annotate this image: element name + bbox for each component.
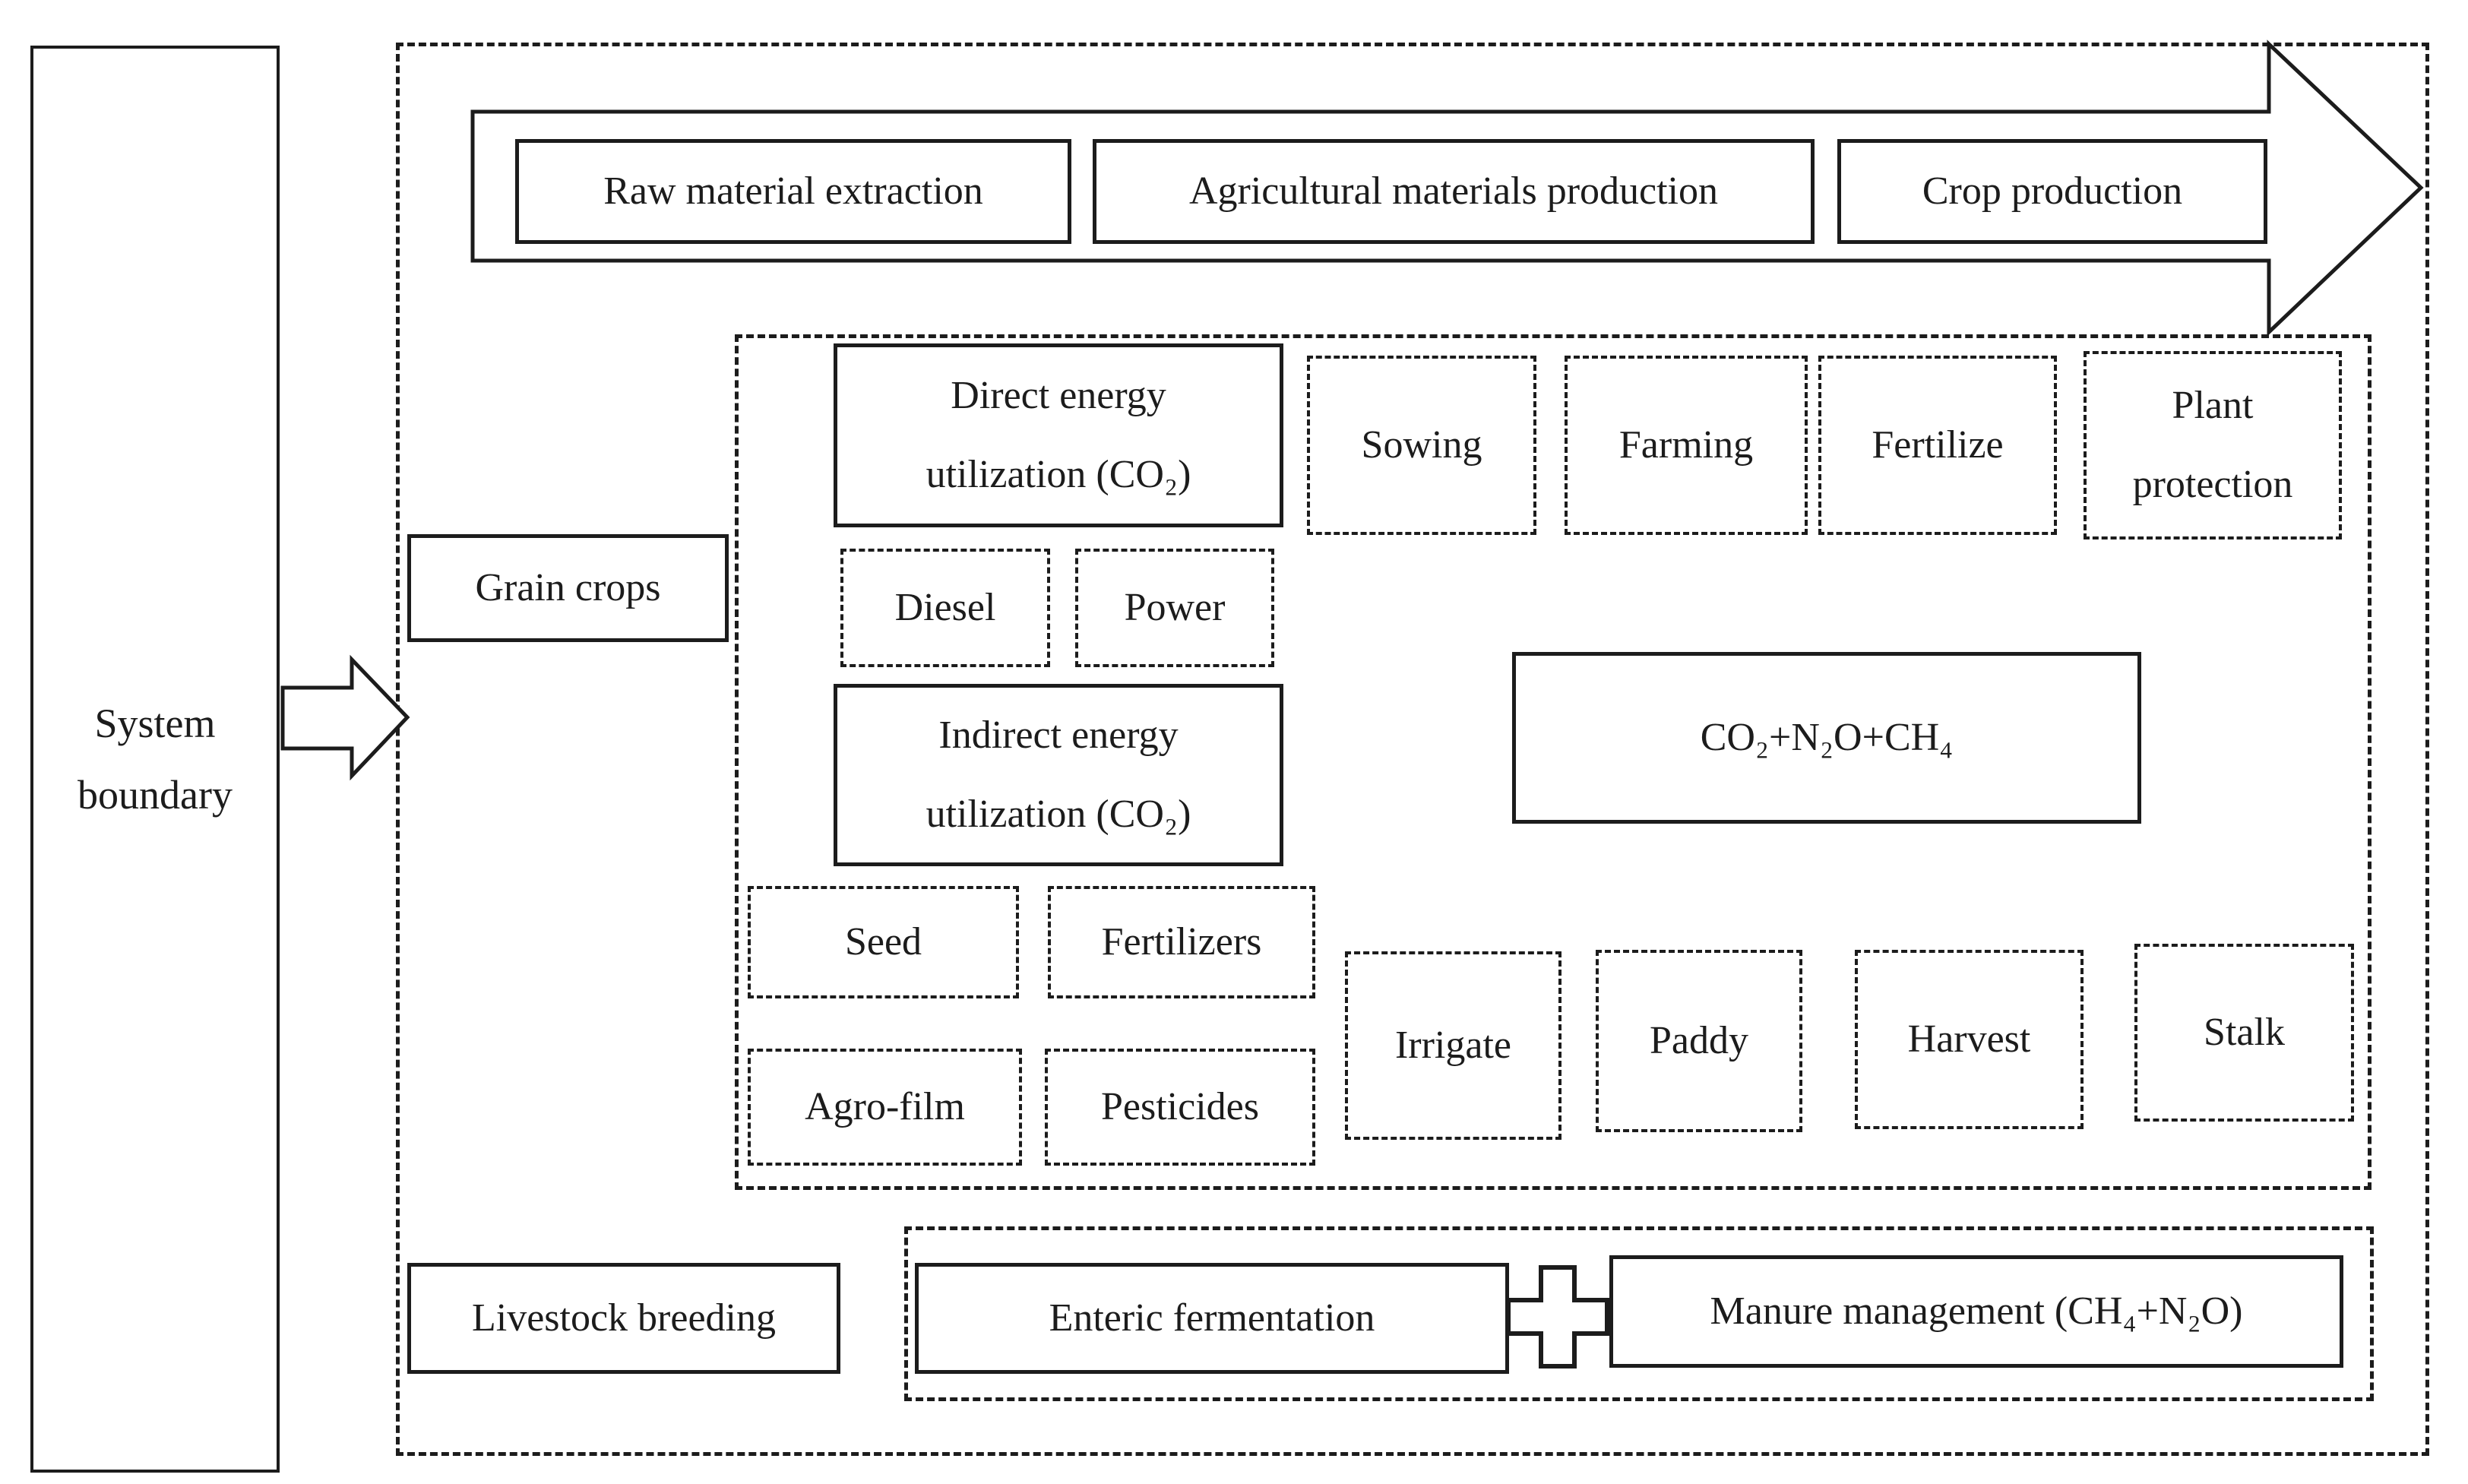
- plant-protection-box: Plant protection: [2084, 351, 2342, 539]
- paddy-label: Paddy: [1650, 1019, 1748, 1063]
- stage-raw-material-extraction-box: Raw material extraction: [515, 139, 1071, 244]
- system-boundary-label-line2: boundary: [78, 772, 233, 818]
- fertilizers-label: Fertilizers: [1101, 920, 1262, 964]
- direct-energy-line2: utilization (CO₂): [926, 453, 1191, 496]
- stage-label: Crop production: [1922, 169, 2183, 214]
- grain-crops-box: Grain crops: [407, 534, 729, 642]
- fertilizers-box: Fertilizers: [1048, 886, 1315, 998]
- livestock-emissions-dashed-region: [904, 1226, 2374, 1401]
- diesel-box: Diesel: [840, 549, 1050, 667]
- field-emissions-box: CO₂+N₂O+CH₄: [1512, 652, 2141, 824]
- system-boundary-box: System boundary: [30, 46, 280, 1473]
- stalk-label: Stalk: [2204, 1011, 2285, 1055]
- power-label: Power: [1124, 586, 1226, 630]
- livestock-breeding-label: Livestock breeding: [472, 1296, 776, 1340]
- stage-agricultural-materials-production-box: Agricultural materials production: [1093, 139, 1815, 244]
- sowing-label: Sowing: [1361, 423, 1482, 467]
- harvest-label: Harvest: [1907, 1017, 2031, 1062]
- farming-box: Farming: [1565, 356, 1808, 535]
- indirect-energy-line2: utilization (CO₂): [926, 793, 1191, 836]
- stage-label: Agricultural materials production: [1188, 169, 1718, 214]
- stage-crop-production-box: Crop production: [1837, 139, 2267, 244]
- farming-label: Farming: [1618, 423, 1754, 467]
- plant-protection-label: Plant protection: [2132, 384, 2293, 506]
- indirect-energy-line1: Indirect energy: [938, 714, 1179, 757]
- agro-film-label: Agro-film: [805, 1085, 965, 1129]
- livestock-breeding-box: Livestock breeding: [407, 1263, 840, 1374]
- pesticides-label: Pesticides: [1101, 1085, 1259, 1129]
- enteric-fermentation-box: Enteric fermentation: [915, 1263, 1509, 1374]
- irrigate-label: Irrigate: [1394, 1024, 1511, 1068]
- system-boundary-arrow-icon: [280, 654, 410, 781]
- seed-label: Seed: [844, 920, 922, 964]
- field-emissions-label: CO₂+N₂O+CH₄: [1700, 716, 1954, 760]
- fertilize-label: Fertilize: [1872, 423, 2004, 467]
- grain-crops-label: Grain crops: [475, 566, 661, 610]
- agro-film-box: Agro-film: [748, 1049, 1022, 1166]
- direct-energy-line1: Direct energy: [951, 374, 1166, 417]
- stage-label: Raw material extraction: [603, 169, 983, 214]
- harvest-box: Harvest: [1855, 950, 2084, 1129]
- diesel-label: Diesel: [894, 586, 996, 630]
- seed-box: Seed: [748, 886, 1019, 998]
- manure-management-box: Manure management (CH₄+N₂O): [1609, 1255, 2343, 1368]
- enteric-fermentation-label: Enteric fermentation: [1049, 1296, 1375, 1340]
- pesticides-box: Pesticides: [1045, 1049, 1315, 1166]
- sowing-box: Sowing: [1307, 356, 1536, 535]
- direct-energy-utilization-box: Direct energy utilization (CO₂): [834, 343, 1283, 527]
- indirect-energy-utilization-box: Indirect energy utilization (CO₂): [834, 684, 1283, 866]
- irrigate-box: Irrigate: [1345, 951, 1561, 1140]
- fertilize-box: Fertilize: [1818, 356, 2057, 535]
- power-box: Power: [1075, 549, 1274, 667]
- system-boundary-label-line1: System: [94, 700, 216, 746]
- manure-management-label: Manure management (CH₄+N₂O): [1710, 1289, 2243, 1334]
- stalk-box: Stalk: [2134, 944, 2354, 1122]
- paddy-box: Paddy: [1596, 950, 1802, 1132]
